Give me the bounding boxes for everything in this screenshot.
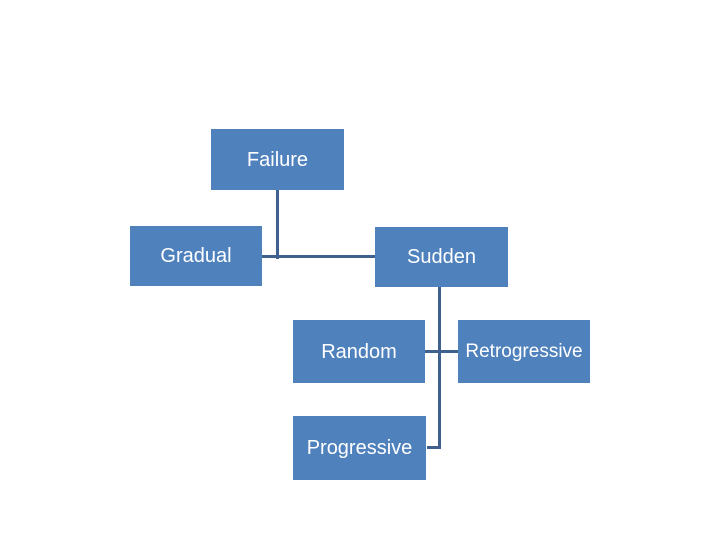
connector-gradual-sudden-horizontal <box>262 255 375 258</box>
connector-sudden-vertical <box>438 287 441 449</box>
node-gradual: Gradual <box>130 226 262 286</box>
connector-progressive-elbow <box>427 446 441 449</box>
node-random: Random <box>293 320 425 383</box>
node-sudden: Sudden <box>375 227 508 287</box>
connector-failure-vertical <box>276 190 279 259</box>
node-progressive: Progressive <box>293 416 426 480</box>
connector-random-retrogressive-horizontal <box>425 350 458 353</box>
node-failure: Failure <box>211 129 344 190</box>
node-retrogressive: Retrogressive <box>458 320 590 383</box>
